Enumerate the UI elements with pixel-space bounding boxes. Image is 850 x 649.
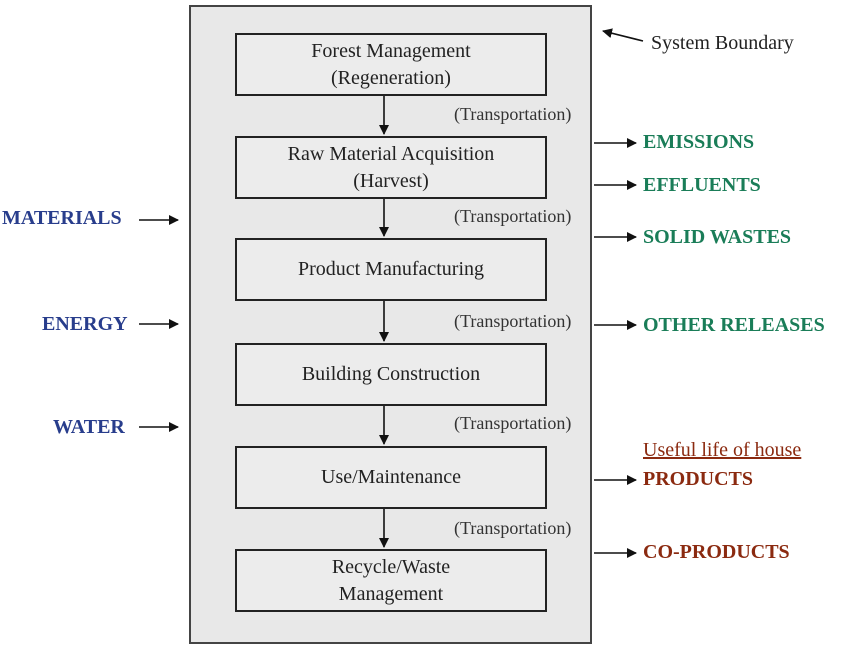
input-materials: MATERIALS bbox=[2, 207, 122, 229]
stage-use-maintenance: Use/Maintenance bbox=[235, 446, 547, 509]
output-effluents: EFFLUENTS bbox=[643, 174, 761, 196]
transportation-label-5: (Transportation) bbox=[454, 518, 572, 538]
stage-recycle-waste-management: Recycle/Waste Management bbox=[235, 549, 547, 612]
stage-label: Building Construction bbox=[301, 363, 481, 385]
output-products: PRODUCTS bbox=[643, 468, 754, 490]
stage-label: Recycle/Waste bbox=[331, 555, 451, 578]
output-other-releases: OTHER RELEASES bbox=[643, 314, 825, 336]
stage-sublabel: (Harvest) bbox=[353, 169, 429, 192]
stage-forest-management: Forest Management (Regeneration) bbox=[235, 33, 547, 96]
stage-sublabel: (Regeneration) bbox=[331, 66, 451, 89]
output-co-products: CO-PRODUCTS bbox=[643, 541, 790, 563]
stage-raw-material-acquisition: Raw Material Acquisition (Harvest) bbox=[235, 136, 547, 199]
output-emissions: EMISSIONS bbox=[643, 131, 755, 153]
system-boundary-label: System Boundary bbox=[651, 32, 794, 54]
transportation-label-1: (Transportation) bbox=[454, 104, 572, 124]
useful-life-label: Useful life of house bbox=[643, 439, 802, 461]
stage-sublabel: Management bbox=[338, 582, 444, 605]
system-boundary-box bbox=[189, 5, 592, 644]
stage-label: Raw Material Acquisition bbox=[287, 142, 495, 165]
transportation-label-2: (Transportation) bbox=[454, 206, 572, 226]
transportation-label-3: (Transportation) bbox=[454, 311, 572, 331]
input-water: WATER bbox=[53, 416, 125, 438]
stage-product-manufacturing: Product Manufacturing bbox=[235, 238, 547, 301]
system-boundary-pointer-arrow bbox=[602, 28, 644, 42]
stage-label: Product Manufacturing bbox=[297, 258, 485, 280]
stage-label: Forest Management bbox=[311, 39, 471, 62]
output-solid-wastes: SOLID WASTES bbox=[643, 226, 792, 248]
stage-label: Use/Maintenance bbox=[321, 466, 461, 488]
input-energy: ENERGY bbox=[42, 313, 128, 335]
transportation-label-4: (Transportation) bbox=[454, 413, 572, 433]
stage-building-construction: Building Construction bbox=[235, 343, 547, 406]
